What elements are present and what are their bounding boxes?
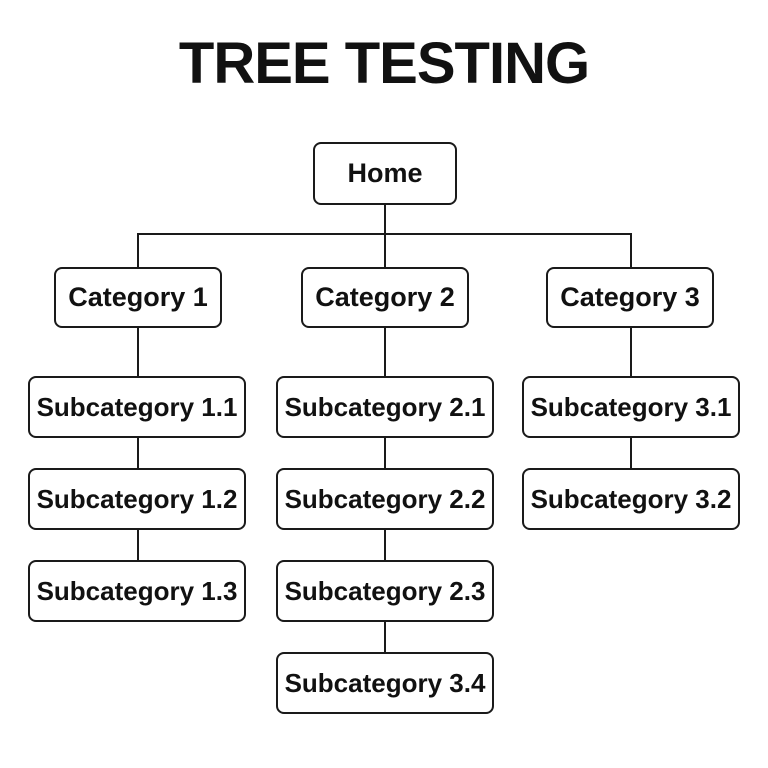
connector-sub-1-2-sub-1-3: [137, 530, 139, 560]
connector-sub-2-1-sub-2-2: [384, 438, 386, 468]
node-subcategory-1-1: Subcategory 1.1: [28, 376, 246, 438]
connector-bus-category-2: [384, 235, 386, 267]
node-subcategory-3-1: Subcategory 3.1: [522, 376, 740, 438]
connector-horizontal-bus: [137, 233, 632, 235]
node-subcategory-2-2: Subcategory 2.2: [276, 468, 494, 530]
node-home: Home: [313, 142, 457, 205]
node-subcategory-3-4: Subcategory 3.4: [276, 652, 494, 714]
connector-category-3-sub-3-1: [630, 328, 632, 376]
connector-sub-2-3-sub-3-4: [384, 622, 386, 652]
node-category-3: Category 3: [546, 267, 714, 328]
connector-bus-category-3: [630, 235, 632, 267]
connector-category-2-sub-2-1: [384, 328, 386, 376]
connector-bus-category-1: [137, 235, 139, 267]
node-category-1: Category 1: [54, 267, 222, 328]
node-subcategory-2-1: Subcategory 2.1: [276, 376, 494, 438]
connector-sub-1-1-sub-1-2: [137, 438, 139, 468]
diagram-title: TREE TESTING: [178, 31, 590, 96]
node-subcategory-1-3: Subcategory 1.3: [28, 560, 246, 622]
connector-sub-2-2-sub-2-3: [384, 530, 386, 560]
node-subcategory-3-2: Subcategory 3.2: [522, 468, 740, 530]
connector-sub-3-1-sub-3-2: [630, 438, 632, 468]
node-category-2: Category 2: [301, 267, 469, 328]
node-subcategory-1-2: Subcategory 1.2: [28, 468, 246, 530]
node-subcategory-2-3: Subcategory 2.3: [276, 560, 494, 622]
connector-home-drop: [384, 205, 386, 235]
connector-category-1-sub-1-1: [137, 328, 139, 376]
